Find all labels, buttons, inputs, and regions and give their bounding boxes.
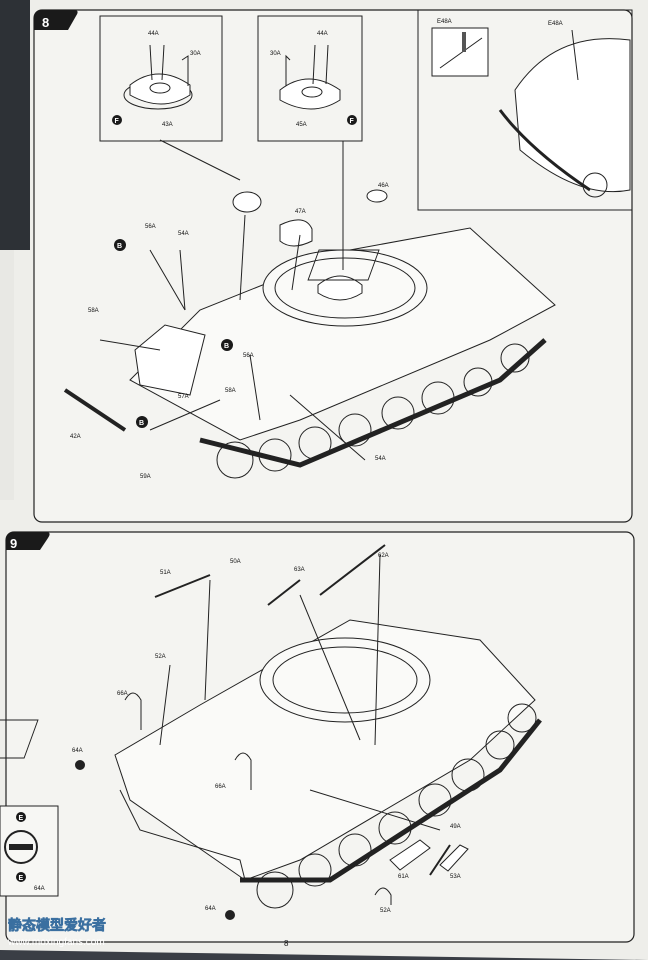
- page-number: 8: [284, 939, 289, 948]
- svg-text:F: F: [115, 118, 120, 125]
- part-label: 66A: [117, 691, 128, 697]
- part-label: 42A: [70, 434, 81, 440]
- marker-label: B: [139, 420, 144, 427]
- marker-label: E: [19, 815, 24, 822]
- part-label: 51A: [160, 570, 171, 576]
- part-label: 64A: [205, 906, 216, 912]
- marker-label: B: [224, 343, 229, 350]
- part-label: 64A: [34, 886, 45, 892]
- part-label: 46A: [378, 183, 389, 189]
- part-label: 63A: [294, 567, 305, 573]
- watermark-url: www.moxingfans.com: [7, 937, 105, 948]
- inset-detail-right: F 30A 44A 45A: [257, 15, 363, 142]
- part-dot: [225, 910, 235, 920]
- part-label: 44A: [148, 31, 159, 37]
- part-label: 56A: [145, 224, 156, 230]
- part-label: 44A: [317, 31, 328, 37]
- part-label: 57A: [178, 394, 189, 400]
- part-label: 58A: [225, 388, 236, 394]
- marker-circle: [347, 115, 357, 125]
- marker-label: E: [19, 875, 24, 882]
- marker-b: [114, 239, 233, 428]
- part-label: 45A: [296, 122, 307, 128]
- step-8-panel: 8 F 44A 30A 43A F 30A 44A: [33, 9, 633, 523]
- step-badge: [6, 532, 50, 550]
- part-label: 49A: [450, 824, 461, 830]
- part-label: 43A: [162, 122, 173, 128]
- part-label: 62A: [378, 553, 389, 559]
- part-label: 52A: [380, 908, 391, 914]
- step-number: 8: [42, 15, 49, 30]
- variant-label: E48A: [437, 19, 452, 25]
- part-dot: [75, 760, 85, 770]
- marker-circle: [112, 115, 122, 125]
- variant-part-label: E48A: [548, 21, 563, 27]
- part-label: 66A: [215, 784, 226, 790]
- part-label: 52A: [155, 654, 166, 660]
- watermark: 静态模型爱好者 www.moxingfans.com: [7, 917, 106, 948]
- part-label: 56A: [243, 353, 254, 359]
- tank-drawing-step8: [63, 139, 556, 479]
- part-label: 30A: [190, 51, 201, 57]
- step-9-panel: 9 E E 64A: [0, 531, 635, 943]
- part-label: 47A: [295, 209, 306, 215]
- part-label: 50A: [230, 559, 241, 565]
- step-badge: [34, 10, 78, 30]
- part-label: 59A: [140, 474, 151, 480]
- part-label: 58A: [88, 308, 99, 314]
- part-label: 54A: [178, 231, 189, 237]
- part-label: 30A: [270, 51, 281, 57]
- side-inset: E E 64A: [0, 805, 59, 897]
- part-label: 54A: [375, 456, 386, 462]
- step-number: 9: [10, 536, 17, 551]
- variant-inset: E48A E48A: [417, 9, 633, 211]
- tank-drawing-step9: [0, 544, 542, 909]
- part-label: 61A: [398, 874, 409, 880]
- marker-label: B: [117, 243, 122, 250]
- svg-text:F: F: [350, 118, 355, 125]
- part-label: 53A: [450, 874, 461, 880]
- inset-detail-left: F 44A 30A 43A: [99, 15, 223, 142]
- part-label: 64A: [72, 748, 83, 754]
- watermark-name: 静态模型爱好者: [8, 917, 106, 934]
